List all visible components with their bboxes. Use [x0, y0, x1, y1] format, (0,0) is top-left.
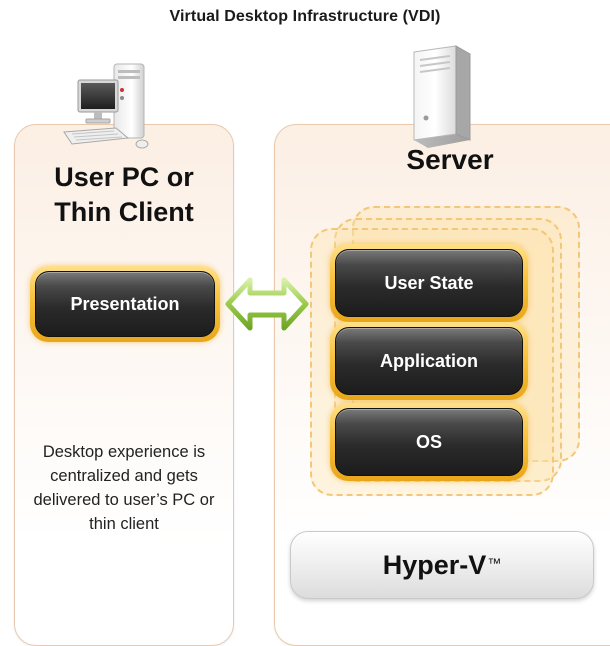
trademark-mark: ™ — [487, 555, 502, 571]
application-pill: Application — [335, 327, 523, 395]
client-panel — [14, 124, 234, 646]
presentation-pill: Presentation — [35, 271, 215, 337]
desktop-computer-icon — [63, 63, 149, 149]
user-state-pill: User State — [335, 249, 523, 317]
client-heading: User PC or Thin Client — [14, 160, 234, 230]
os-frame: OS — [330, 403, 528, 481]
application-frame: Application — [330, 322, 528, 400]
page-title: Virtual Desktop Infrastructure (VDI) — [169, 8, 441, 25]
os-pill: OS — [335, 408, 523, 476]
server-tower-icon — [413, 45, 471, 148]
client-heading-line2: Thin Client — [54, 197, 194, 227]
presentation-frame: Presentation — [30, 266, 220, 342]
double-arrow-icon — [225, 277, 309, 331]
server-heading: Server — [406, 144, 494, 175]
client-description: Desktop experience is centralized and ge… — [33, 443, 215, 533]
client-heading-line1: User PC or — [54, 162, 194, 192]
hypervisor-label: Hyper-V — [382, 549, 487, 580]
user-state-frame: User State — [330, 244, 528, 322]
